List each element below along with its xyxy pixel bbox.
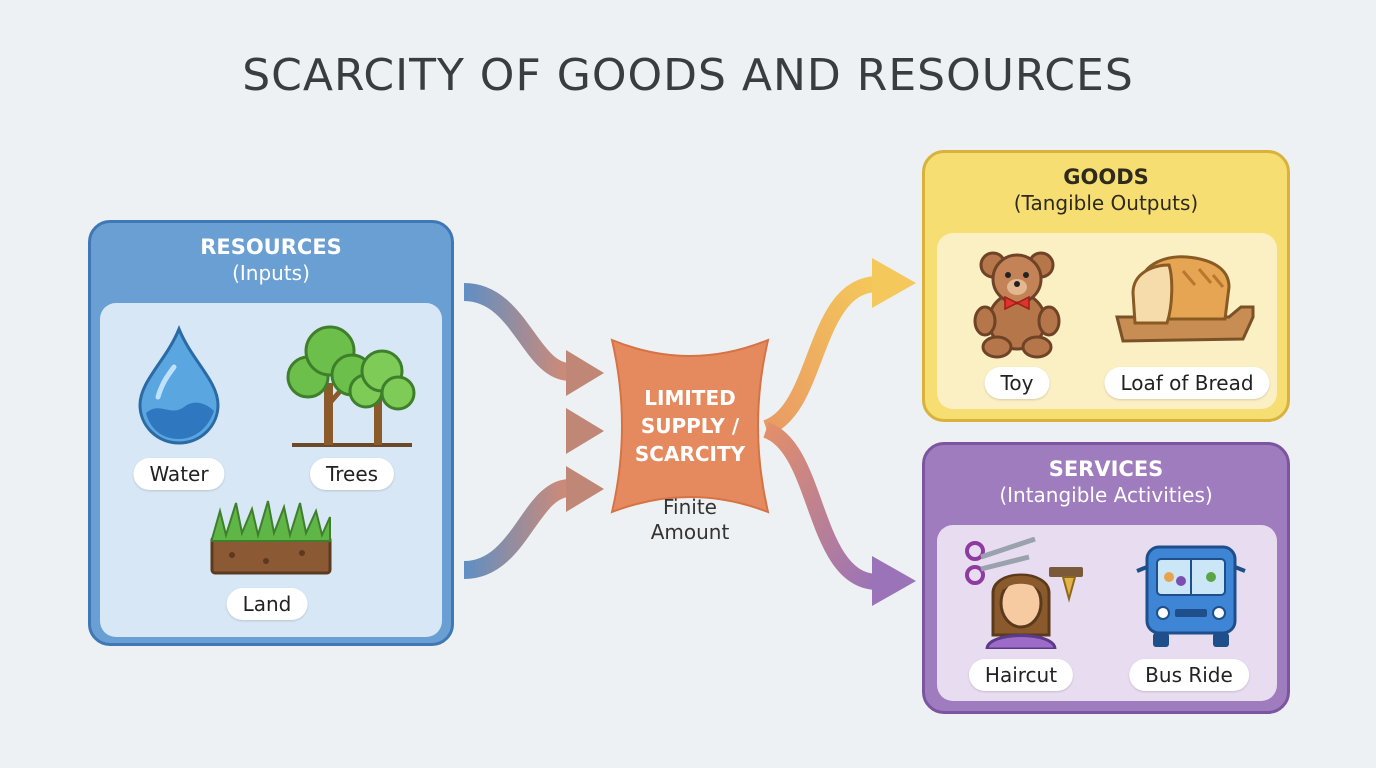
resource-label-land: Land — [226, 588, 308, 620]
goods-label-bread: Loaf of Bread — [1104, 367, 1270, 399]
bus-icon — [1136, 545, 1246, 647]
scarcity-label: LIMITED SUPPLY / SCARCITY — [612, 384, 768, 468]
resource-label-trees: Trees — [309, 458, 395, 490]
input-arrow-bottom — [463, 466, 604, 579]
scarcity-label-line3: SCARCITY — [634, 442, 746, 466]
resource-label-water: Water — [133, 458, 225, 490]
services-heading: SERVICES — [1048, 457, 1164, 481]
goods-panel: GOODS (Tangible Outputs) Toy Loaf of Bre… — [922, 150, 1290, 422]
service-label-bus-ride: Bus Ride — [1129, 659, 1249, 691]
scarcity-bottleneck-shape — [610, 338, 770, 514]
service-label-haircut: Haircut — [968, 659, 1074, 691]
input-arrow-middle — [464, 408, 604, 454]
resources-items-area: Water Trees Land — [100, 303, 442, 637]
services-panel: SERVICES (Intangible Activities) Haircut — [922, 442, 1290, 714]
goods-items-area: Toy Loaf of Bread — [937, 233, 1277, 409]
haircut-icon — [965, 537, 1083, 649]
diagram-title: SCARCITY OF GOODS AND RESOURCES — [242, 50, 1134, 101]
goods-subheading: (Tangible Outputs) — [1013, 191, 1199, 215]
resources-subheading: (Inputs) — [232, 261, 310, 285]
resources-panel: RESOURCES (Inputs) Water Trees — [88, 220, 454, 646]
resources-header: RESOURCES (Inputs) — [91, 235, 451, 285]
finite-note-line2: Amount — [650, 520, 730, 544]
scarcity-label-line1: LIMITED — [644, 386, 736, 410]
services-items-area: Haircut Bus Ride — [937, 525, 1277, 701]
resources-heading: RESOURCES — [200, 235, 342, 259]
finite-note-line1: Finite — [663, 495, 717, 519]
services-subheading: (Intangible Activities) — [999, 483, 1213, 507]
land-icon — [210, 500, 332, 575]
bread-icon — [1115, 255, 1255, 343]
goods-label-toy: Toy — [984, 367, 1050, 399]
goods-header: GOODS (Tangible Outputs) — [925, 165, 1287, 215]
finite-amount-note: Finite Amount — [612, 495, 768, 545]
water-drop-icon — [138, 325, 220, 445]
trees-icon — [286, 325, 416, 447]
input-arrow-top — [463, 283, 604, 396]
teddy-bear-icon — [973, 251, 1061, 359]
scarcity-label-line2: SUPPLY / — [640, 414, 740, 438]
services-header: SERVICES (Intangible Activities) — [925, 457, 1287, 507]
output-arrow-goods — [762, 258, 916, 436]
goods-heading: GOODS — [1063, 165, 1149, 189]
output-arrow-services — [762, 422, 916, 606]
